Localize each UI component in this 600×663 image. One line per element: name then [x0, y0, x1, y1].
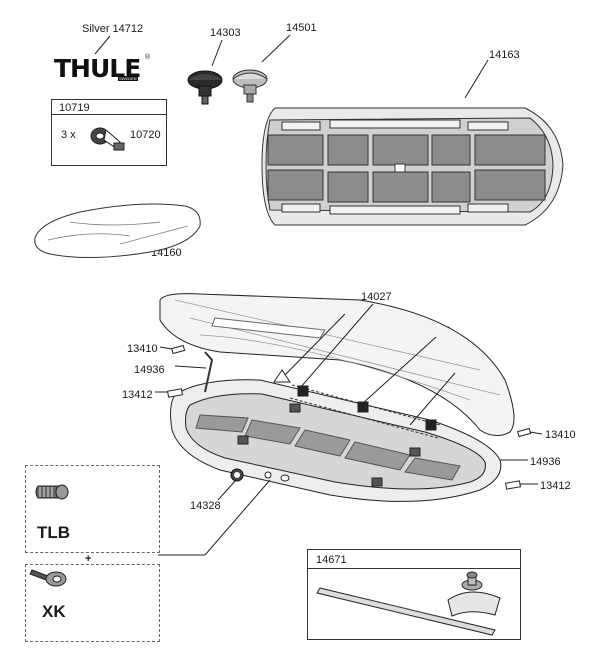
clamp-knob-icon	[447, 571, 501, 617]
cover-bag-14160	[34, 203, 201, 259]
label-14936-right: 14936	[530, 456, 561, 468]
knob-14501-icon	[232, 69, 268, 103]
box-divider	[52, 114, 166, 115]
registered-mark: ®	[145, 54, 151, 61]
leader-14303	[211, 39, 223, 67]
xk-label: XK	[42, 602, 66, 621]
tlb-lock-box	[25, 465, 160, 553]
label-10720: 10720	[130, 129, 161, 141]
clip-13410-left-icon	[171, 344, 186, 355]
plus-sign: +	[85, 553, 92, 565]
label-14501: 14501	[286, 22, 317, 34]
key-icon	[29, 569, 67, 587]
leader-14163	[464, 59, 489, 99]
lock-cylinder-icon	[35, 484, 69, 500]
tlb-label: TLB	[37, 523, 71, 542]
leader-14501	[261, 34, 291, 63]
label-13410-right: 13410	[545, 429, 576, 441]
label-13412-left: 13412	[122, 389, 153, 401]
label-14671: 14671	[316, 554, 347, 566]
clip-13412-left-icon	[167, 388, 183, 398]
cone-14510-icon	[273, 369, 291, 383]
strap-10720-icon	[90, 127, 125, 151]
knob-14303-icon	[187, 70, 223, 105]
ring-14328-icon	[230, 468, 244, 482]
xk-lock-box	[25, 564, 160, 642]
label-14303: 14303	[210, 27, 241, 39]
logo-sweden-tag: SWEDEN	[118, 76, 138, 81]
clip-13410-right-icon	[517, 427, 532, 438]
label-14328: 14328	[190, 500, 221, 512]
label-14027: 14027	[361, 291, 392, 303]
box-divider	[308, 568, 520, 569]
label-13410-left: 13410	[127, 343, 158, 355]
quantity-label: 3 x	[61, 129, 76, 141]
roof-box-main	[159, 293, 515, 502]
label-14163: 14163	[489, 49, 520, 61]
silver-part-label: Silver 14712	[82, 23, 144, 35]
rail-14671	[316, 587, 496, 636]
leader-silver	[94, 35, 111, 55]
part-box-14671: 14671	[307, 549, 521, 640]
label-13412-right: 13412	[540, 480, 571, 492]
tray-mat-14163	[261, 107, 564, 226]
label-14936-left: 14936	[134, 364, 165, 376]
label-10719: 10719	[59, 102, 90, 114]
clip-13412-right-icon	[505, 480, 521, 490]
